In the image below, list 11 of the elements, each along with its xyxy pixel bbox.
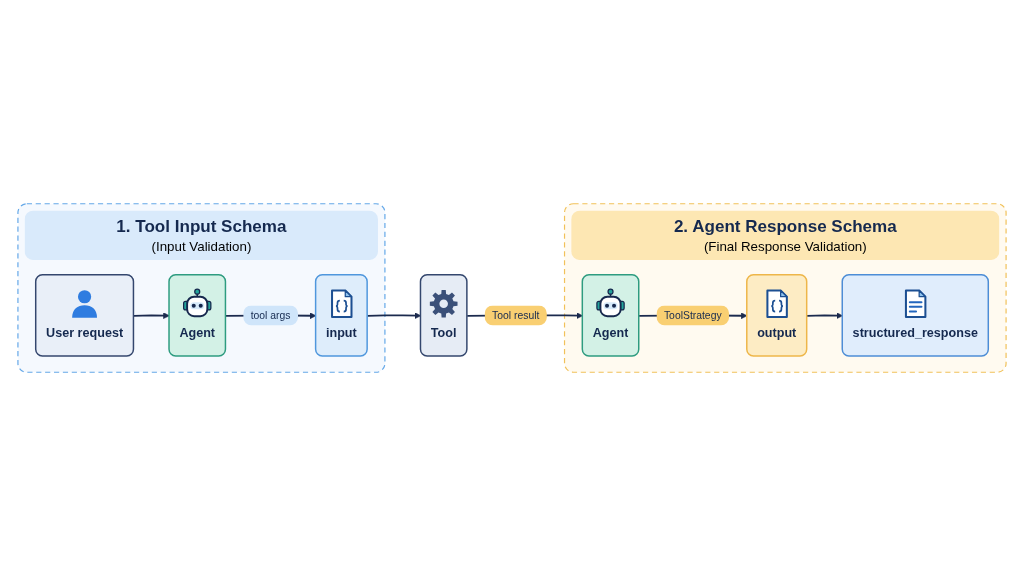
edge-label: tool args [250,309,291,321]
node-box: structured_response [841,274,990,357]
node-box: Agent [168,274,227,357]
edge-label: Tool result [492,309,540,321]
node-box: Tool [419,274,468,357]
arrow [806,312,843,319]
node-box: output [746,274,808,357]
node-box: Agent [581,274,640,357]
node-box: User request [34,274,135,357]
edge-label: ToolStrategy [663,309,722,321]
node-box: input [314,274,368,357]
